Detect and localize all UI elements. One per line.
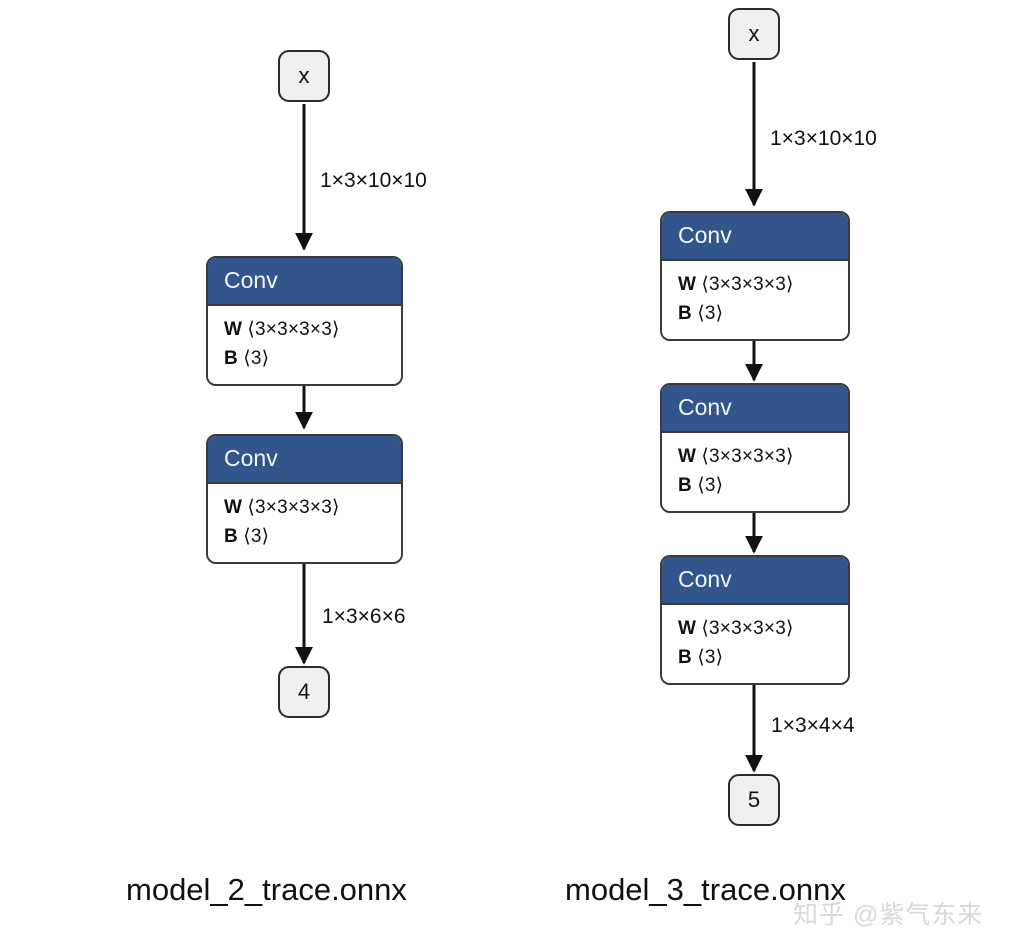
attr-row: W ⟨3×3×3×3⟩ (224, 493, 401, 522)
attr-row: W ⟨3×3×3×3⟩ (678, 442, 848, 471)
attr-key: B (678, 475, 692, 497)
attr-key: B (678, 647, 692, 669)
edge-label-conv2-to-out-left: 1×3×6×6 (322, 605, 406, 628)
op-node-conv-right-1[interactable]: Conv W ⟨3×3×3×3⟩ B ⟨3⟩ (660, 211, 850, 341)
attr-row: B ⟨3⟩ (678, 471, 848, 500)
attr-key: W (678, 274, 697, 295)
attr-key: W (224, 497, 243, 518)
watermark-text: 知乎 @紫气东来 (793, 901, 984, 929)
op-node-title: Conv (662, 557, 848, 605)
attr-value: ⟨3×3×3×3⟩ (701, 618, 794, 639)
op-node-title: Conv (662, 385, 848, 433)
attr-row: B ⟨3⟩ (224, 344, 401, 373)
output-node-5-right-label: 5 (747, 787, 761, 812)
attr-key: B (678, 303, 692, 325)
attr-row: W ⟨3×3×3×3⟩ (224, 315, 401, 344)
op-node-title: Conv (208, 436, 401, 484)
caption-model-2: model_2_trace.onnx (126, 872, 407, 907)
attr-row: W ⟨3×3×3×3⟩ (678, 270, 848, 299)
op-node-title: Conv (662, 213, 848, 261)
attr-key: W (678, 446, 697, 467)
attr-value: ⟨3⟩ (697, 303, 724, 325)
attr-value: ⟨3⟩ (697, 475, 724, 497)
edge-label-x-to-conv1-right: 1×3×10×10 (770, 127, 877, 150)
output-node-5-right[interactable]: 5 (728, 774, 780, 826)
attr-value: ⟨3×3×3×3⟩ (701, 274, 794, 295)
input-node-x-right[interactable]: x (728, 8, 780, 60)
op-node-conv-left-1[interactable]: Conv W ⟨3×3×3×3⟩ B ⟨3⟩ (206, 256, 403, 386)
op-node-conv-left-2[interactable]: Conv W ⟨3×3×3×3⟩ B ⟨3⟩ (206, 434, 403, 564)
input-node-x-left[interactable]: x (278, 50, 330, 102)
attr-value: ⟨3⟩ (697, 647, 724, 669)
op-node-attributes: W ⟨3×3×3×3⟩ B ⟨3⟩ (662, 433, 848, 511)
op-node-conv-right-3[interactable]: Conv W ⟨3×3×3×3⟩ B ⟨3⟩ (660, 555, 850, 685)
op-node-title: Conv (208, 258, 401, 306)
attr-row: W ⟨3×3×3×3⟩ (678, 614, 848, 643)
attr-row: B ⟨3⟩ (678, 643, 848, 672)
attr-key: B (224, 526, 238, 548)
attr-value: ⟨3×3×3×3⟩ (247, 497, 340, 518)
op-node-attributes: W ⟨3×3×3×3⟩ B ⟨3⟩ (208, 306, 401, 384)
attr-row: B ⟨3⟩ (678, 299, 848, 328)
attr-key: W (678, 618, 697, 639)
attr-value: ⟨3⟩ (243, 526, 270, 548)
edge-label-conv3-to-out-right: 1×3×4×4 (771, 714, 855, 737)
op-node-attributes: W ⟨3×3×3×3⟩ B ⟨3⟩ (662, 605, 848, 683)
attr-value: ⟨3⟩ (243, 348, 270, 370)
input-node-x-right-label: x (748, 21, 760, 46)
attr-value: ⟨3×3×3×3⟩ (701, 446, 794, 467)
output-node-4-left-label: 4 (297, 679, 311, 704)
output-node-4-left[interactable]: 4 (278, 666, 330, 718)
edge-label-x-to-conv1-left: 1×3×10×10 (320, 169, 427, 192)
attr-value: ⟨3×3×3×3⟩ (247, 319, 340, 340)
attr-row: B ⟨3⟩ (224, 522, 401, 551)
input-node-x-left-label: x (298, 63, 310, 88)
op-node-conv-right-2[interactable]: Conv W ⟨3×3×3×3⟩ B ⟨3⟩ (660, 383, 850, 513)
attr-key: W (224, 319, 243, 340)
op-node-attributes: W ⟨3×3×3×3⟩ B ⟨3⟩ (662, 261, 848, 339)
caption-model-3: model_3_trace.onnx (565, 872, 846, 907)
op-node-attributes: W ⟨3×3×3×3⟩ B ⟨3⟩ (208, 484, 401, 562)
attr-key: B (224, 348, 238, 370)
